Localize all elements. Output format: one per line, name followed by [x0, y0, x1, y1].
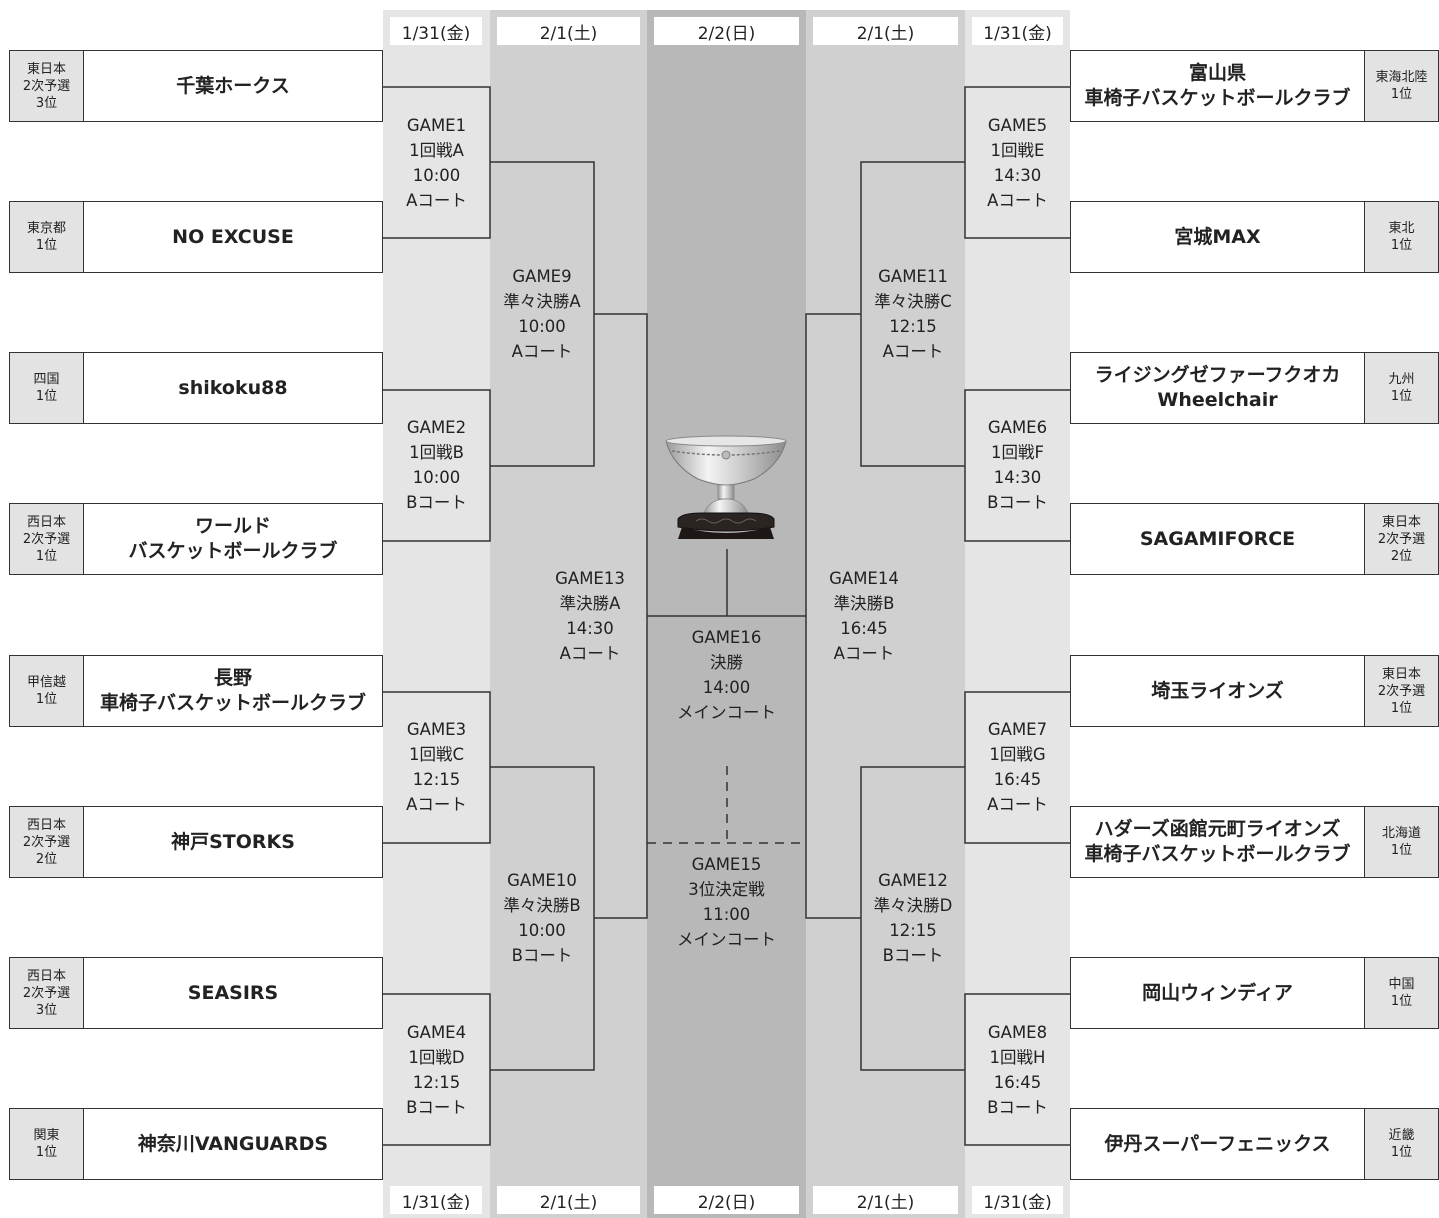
date-header-col4: 2/1(土) — [813, 17, 958, 45]
game15-third-place-label: GAME15 3位決定戦 11:00 メインコート — [677, 855, 776, 949]
game7-label: GAME7 1回戦G 16:45 Aコート — [987, 720, 1048, 814]
day-band-4 — [806, 10, 965, 1218]
team-name: shikoku88 — [178, 376, 288, 399]
team-region: 東日本 2次予選 2位 — [1364, 504, 1438, 574]
date-footer-col4: 2/1(土) — [813, 1186, 958, 1214]
team-region: 四国 1位 — [10, 353, 84, 423]
date-header-col5: 1/31(金) — [972, 17, 1063, 45]
team-region: 東京都 1位 — [10, 202, 84, 272]
team-entry-right-2: 宮城MAX 東北 1位 — [1070, 201, 1439, 273]
date-header-col1: 1/31(金) — [390, 17, 482, 45]
team-region: 北海道 1位 — [1364, 807, 1438, 877]
team-region: 西日本 2次予選 1位 — [10, 504, 84, 574]
team-name: NO EXCUSE — [172, 225, 294, 248]
game14-label: GAME14 準決勝B 16:45 Aコート — [829, 569, 899, 663]
team-name: SEASIRS — [187, 981, 279, 1004]
date-footer-col2: 2/1(土) — [497, 1186, 640, 1214]
team-name: ハダーズ函館元町ライオンズ 車椅子バスケットボールクラブ — [1084, 818, 1351, 865]
team-region: 西日本 2次予選 3位 — [10, 958, 84, 1028]
date-header-col2: 2/1(土) — [497, 17, 640, 45]
game16-final-label: GAME16 決勝 14:00 メインコート — [677, 628, 776, 722]
game2-label: GAME2 1回戦B 10:00 Bコート — [406, 418, 467, 512]
team-name: ワールド バスケットボールクラブ — [128, 515, 338, 562]
game11-label: GAME11 準々決勝C 12:15 Aコート — [874, 267, 952, 361]
team-name: 長野 車椅子バスケットボールクラブ — [99, 667, 366, 714]
team-entry-left-5: 甲信越 1位 長野 車椅子バスケットボールクラブ — [9, 655, 383, 727]
team-name: ライジングゼファーフクオカ Wheelchair — [1094, 364, 1341, 411]
date-footer-col3: 2/2(日) — [654, 1186, 799, 1214]
team-region: 甲信越 1位 — [10, 656, 84, 726]
team-region: 東北 1位 — [1364, 202, 1438, 272]
team-name: 千葉ホークス — [176, 74, 290, 97]
game12-label: GAME12 準々決勝D 12:15 Bコート — [873, 871, 953, 965]
game4-label: GAME4 1回戦D 12:15 Bコート — [406, 1023, 467, 1117]
game9-label: GAME9 準々決勝A 10:00 Aコート — [503, 267, 581, 361]
team-name: 神奈川VANGUARDS — [137, 1132, 329, 1155]
team-entry-left-4: 西日本 2次予選 1位 ワールド バスケットボールクラブ — [9, 503, 383, 575]
team-name: 岡山ウィンディア — [1142, 981, 1293, 1004]
trophy-cup-icon — [665, 435, 787, 539]
date-footer-col5: 1/31(金) — [972, 1186, 1063, 1214]
game13-label: GAME13 準決勝A 14:30 Aコート — [555, 569, 625, 663]
team-entry-right-5: 埼玉ライオンズ 東日本 2次予選 1位 — [1070, 655, 1439, 727]
team-entry-left-1: 東日本 2次予選 3位 千葉ホークス — [9, 50, 383, 122]
date-header-col3: 2/2(日) — [654, 17, 799, 45]
team-entry-right-3: ライジングゼファーフクオカ Wheelchair 九州 1位 — [1070, 352, 1439, 424]
team-name: 富山県 車椅子バスケットボールクラブ — [1084, 62, 1351, 109]
day-band-5 — [965, 10, 1070, 1218]
team-entry-left-8: 関東 1位 神奈川VANGUARDS — [9, 1108, 383, 1180]
team-name: 埼玉ライオンズ — [1151, 679, 1284, 702]
game6-label: GAME6 1回戦F 14:30 Bコート — [987, 418, 1048, 512]
team-name: 神戸STORKS — [171, 830, 295, 853]
date-footer-col1: 1/31(金) — [390, 1186, 482, 1214]
team-entry-left-2: 東京都 1位 NO EXCUSE — [9, 201, 383, 273]
team-entry-right-7: 岡山ウィンディア 中国 1位 — [1070, 957, 1439, 1029]
team-name: SAGAMIFORCE — [1139, 527, 1296, 550]
day-band-2 — [490, 10, 647, 1218]
team-region: 関東 1位 — [10, 1109, 84, 1179]
game10-label: GAME10 準々決勝B 10:00 Bコート — [503, 871, 581, 965]
team-region: 近畿 1位 — [1364, 1109, 1438, 1179]
team-region: 東日本 2次予選 1位 — [1364, 656, 1438, 726]
team-region: 東日本 2次予選 3位 — [10, 51, 84, 121]
day-band-1 — [383, 10, 490, 1218]
game1-label: GAME1 1回戦A 10:00 Aコート — [406, 116, 467, 210]
team-name: 宮城MAX — [1174, 225, 1261, 248]
team-region: 九州 1位 — [1364, 353, 1438, 423]
team-region: 中国 1位 — [1364, 958, 1438, 1028]
game3-label: GAME3 1回戦C 12:15 Aコート — [406, 720, 467, 814]
team-name: 伊丹スーパーフェニックス — [1104, 1132, 1331, 1155]
team-entry-left-3: 四国 1位 shikoku88 — [9, 352, 383, 424]
team-entry-left-7: 西日本 2次予選 3位 SEASIRS — [9, 957, 383, 1029]
team-entry-right-1: 富山県 車椅子バスケットボールクラブ 東海北陸 1位 — [1070, 50, 1439, 122]
game5-label: GAME5 1回戦E 14:30 Aコート — [987, 116, 1048, 210]
team-entry-right-8: 伊丹スーパーフェニックス 近畿 1位 — [1070, 1108, 1439, 1180]
team-region: 西日本 2次予選 2位 — [10, 807, 84, 877]
team-entry-right-4: SAGAMIFORCE 東日本 2次予選 2位 — [1070, 503, 1439, 575]
team-region: 東海北陸 1位 — [1364, 51, 1438, 121]
game8-label: GAME8 1回戦H 16:45 Bコート — [987, 1023, 1048, 1117]
team-entry-right-6: ハダーズ函館元町ライオンズ 車椅子バスケットボールクラブ 北海道 1位 — [1070, 806, 1439, 878]
team-entry-left-6: 西日本 2次予選 2位 神戸STORKS — [9, 806, 383, 878]
